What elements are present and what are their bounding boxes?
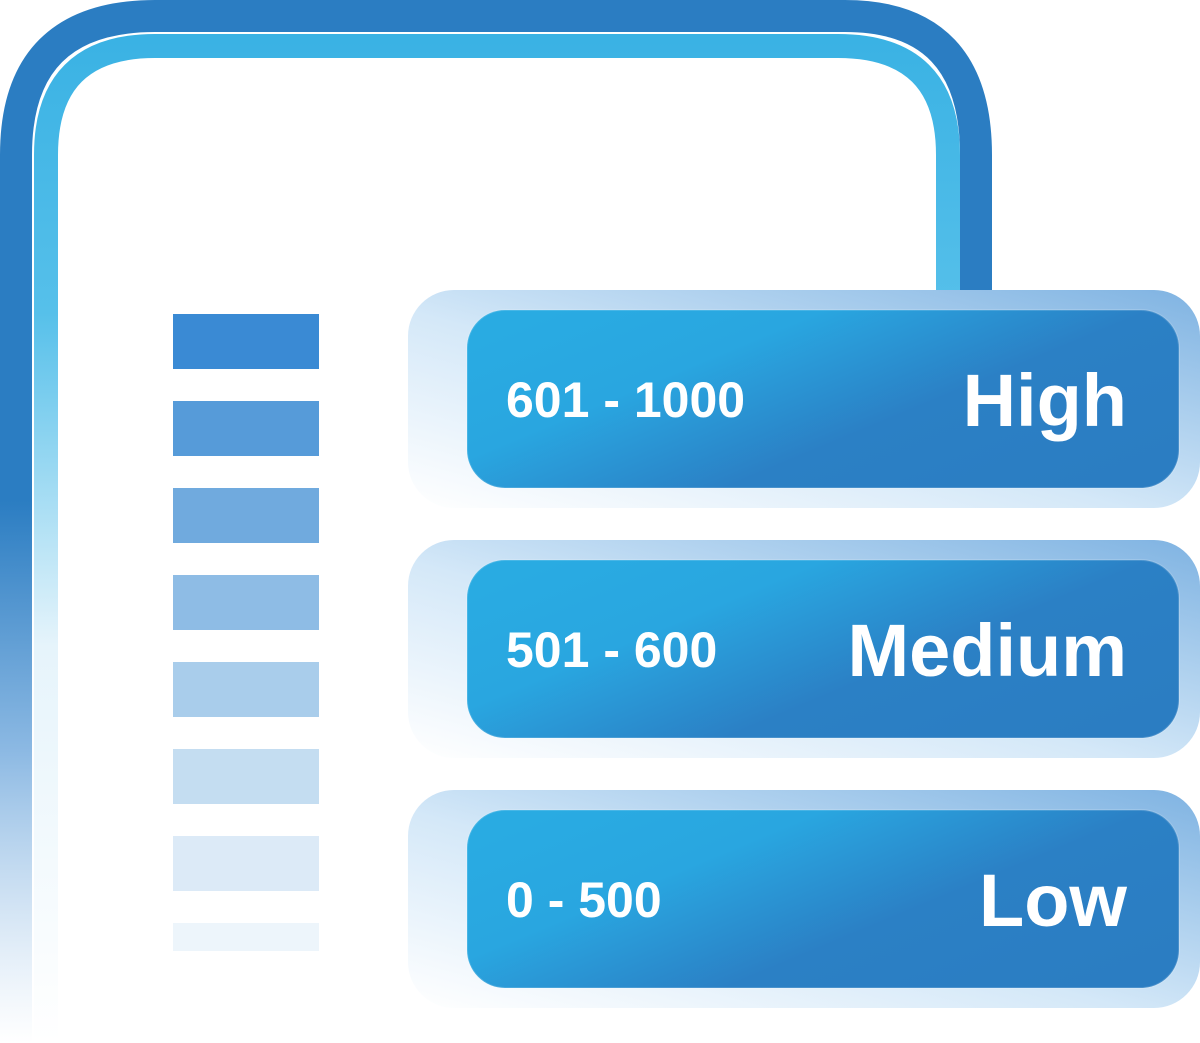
level-bars (173, 314, 319, 951)
level-bar (173, 749, 319, 804)
tier-level-label: Medium (847, 609, 1127, 692)
tier-range-label: 601 - 1000 (506, 372, 745, 428)
tier-level-label: Low (979, 859, 1127, 942)
tier-level-label: High (963, 359, 1127, 442)
level-bar (173, 836, 319, 891)
frame-outer-stroke (0, 0, 992, 1043)
tier-card-body (466, 309, 1180, 489)
connector-frame (0, 0, 992, 1043)
level-bar (173, 923, 319, 951)
tier-range-label: 501 - 600 (506, 622, 717, 678)
tier-card-high: 601 - 1000 High (408, 290, 1200, 508)
tier-cards: 601 - 1000 High 501 - 600 Medium 0 - 500 Low (408, 290, 1200, 1008)
level-bar (173, 314, 319, 369)
level-bar (173, 575, 319, 630)
tier-card-low: 0 - 500 Low (408, 790, 1200, 1008)
tier-range-label: 0 - 500 (506, 872, 662, 928)
tier-card-body (466, 809, 1180, 989)
tier-card-body (466, 559, 1180, 739)
frame-inner-stroke (34, 34, 960, 1043)
level-bar (173, 662, 319, 717)
level-bar (173, 488, 319, 543)
level-bar (173, 401, 319, 456)
tier-card-medium: 501 - 600 Medium (408, 540, 1200, 758)
